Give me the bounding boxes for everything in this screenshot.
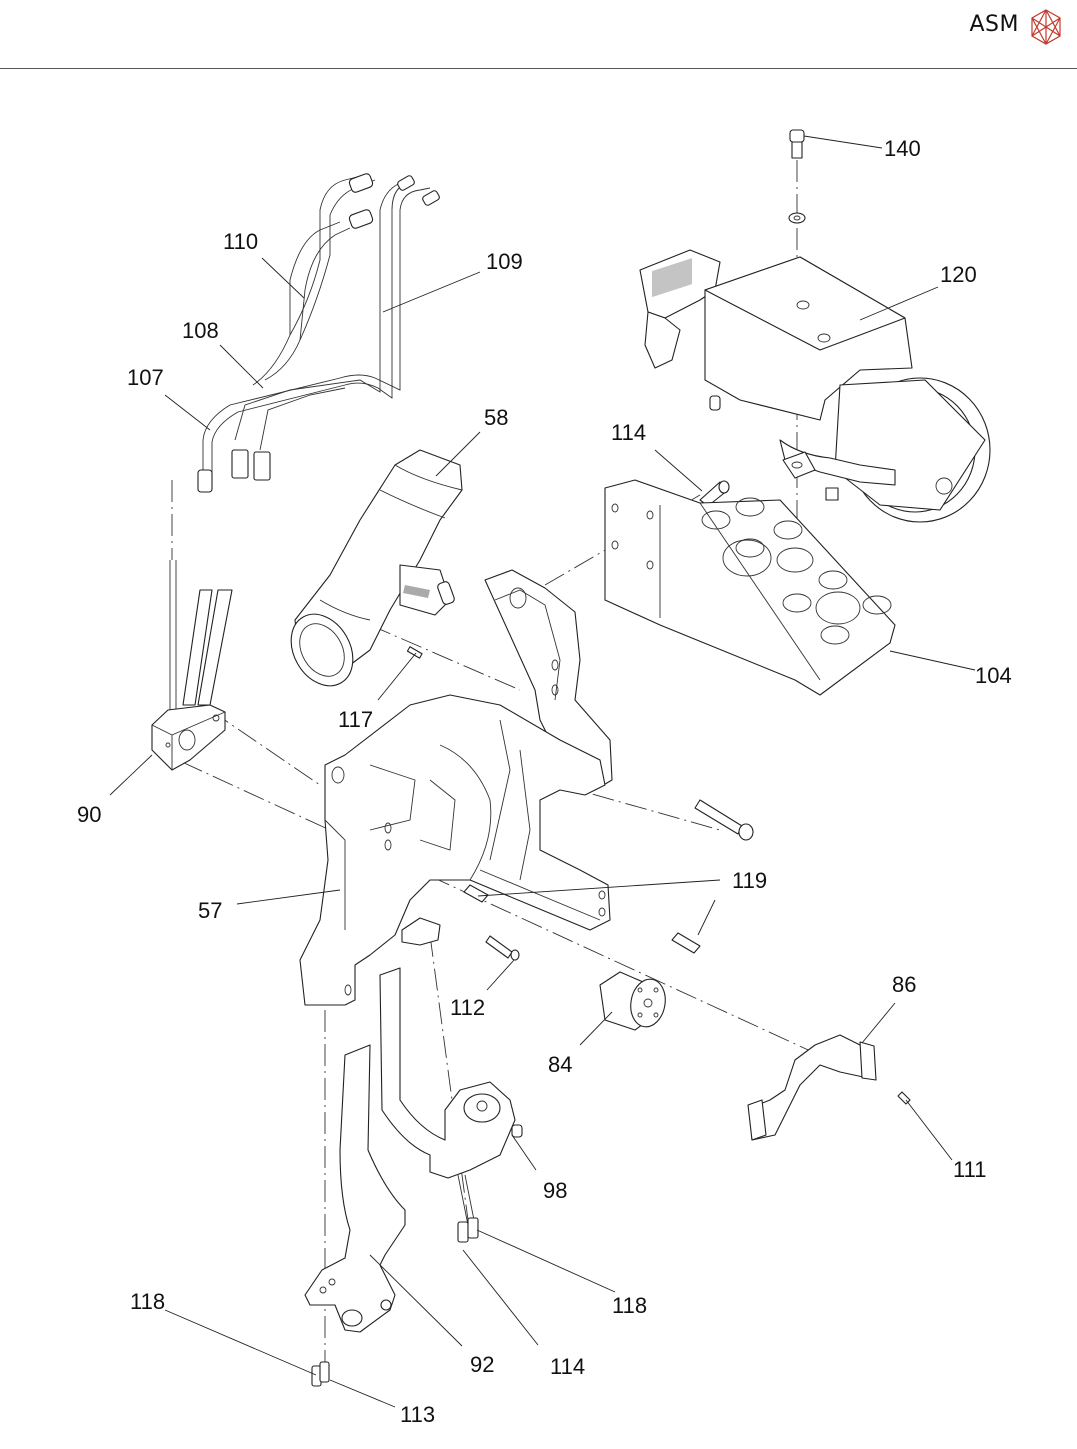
callout-110: 110 (223, 229, 258, 254)
part-86-bracket (748, 1035, 876, 1140)
callout-111: 111 (953, 1157, 986, 1182)
callout-118-right: 118 (612, 1293, 647, 1318)
part-long-screw (695, 800, 753, 840)
callout-112: 112 (450, 995, 485, 1020)
part-117-pin (407, 647, 422, 658)
callout-104: 104 (975, 663, 1012, 688)
callout-120: 120 (940, 262, 977, 287)
callout-108: 108 (182, 318, 219, 343)
callout-86: 86 (892, 972, 916, 997)
callout-113: 113 (400, 1402, 435, 1427)
part-90-block (152, 560, 232, 770)
callout-57: 57 (198, 898, 222, 923)
part-104-plate (605, 480, 895, 695)
callout-119: 119 (732, 868, 767, 893)
callout-109: 109 (486, 249, 523, 274)
callout-58: 58 (484, 405, 508, 430)
callout-114-upper: 114 (611, 420, 646, 445)
callout-92: 92 (470, 1352, 494, 1377)
callout-114-lower: 114 (550, 1354, 585, 1379)
callout-117: 117 (338, 707, 373, 732)
callout-140: 140 (884, 136, 921, 161)
part-112-screw (486, 936, 519, 960)
part-120-motor-unit (640, 250, 990, 522)
callout-90: 90 (77, 802, 101, 827)
callout-107: 107 (127, 365, 164, 390)
callout-118-left: 118 (130, 1289, 165, 1314)
callout-98: 98 (543, 1178, 567, 1203)
callout-84: 84 (548, 1052, 572, 1077)
part-107-110-pipes (198, 173, 440, 492)
part-58-motor (279, 450, 462, 697)
